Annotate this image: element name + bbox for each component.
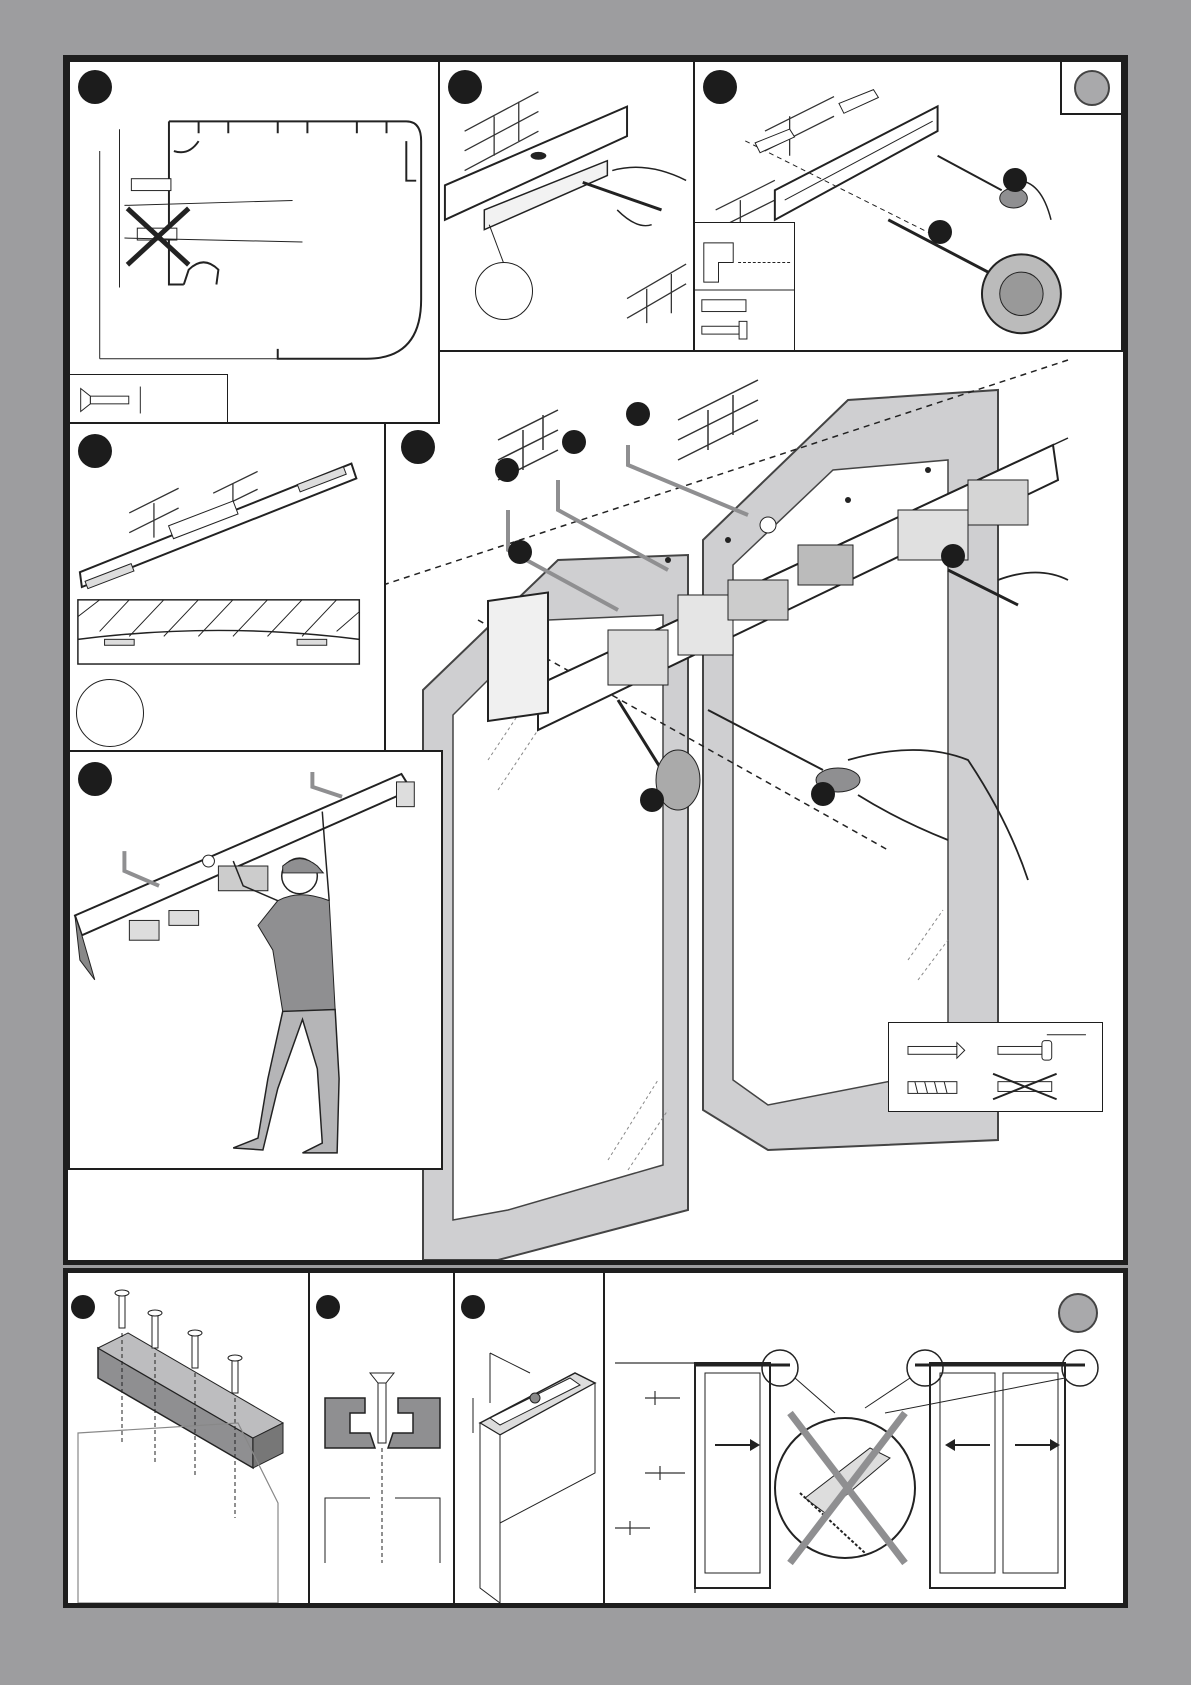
track-on-door-icon bbox=[480, 1373, 595, 1603]
track-profile-icon bbox=[98, 1333, 283, 1468]
rail-icon bbox=[80, 464, 356, 589]
screw-detail-box bbox=[68, 374, 228, 424]
step-marker bbox=[562, 430, 586, 454]
pan-head-screw-icon bbox=[998, 1035, 1086, 1060]
magnifier-callout-icon bbox=[76, 679, 144, 747]
reference-marker-icon bbox=[1074, 70, 1110, 106]
step-marker bbox=[78, 762, 112, 796]
lift-into-place-panel bbox=[68, 750, 443, 1170]
wall-bricks-icon bbox=[615, 1363, 695, 1593]
wall-plug-icon bbox=[702, 300, 746, 312]
detail-callout-icon bbox=[475, 262, 533, 320]
step-marker bbox=[495, 458, 519, 482]
step-marker bbox=[703, 70, 737, 104]
step-marker bbox=[941, 544, 965, 568]
step-marker bbox=[78, 70, 112, 104]
crossed-out-anchor-icon bbox=[124, 179, 302, 265]
power-drill-icon bbox=[888, 220, 1061, 333]
step-marker bbox=[640, 788, 664, 812]
step-marker bbox=[71, 1295, 95, 1319]
rail-icon bbox=[775, 106, 938, 219]
step-marker bbox=[448, 70, 482, 104]
step-marker bbox=[928, 220, 952, 244]
crossed-out-screw-icon bbox=[993, 1074, 1057, 1099]
crossed-out-detail-icon bbox=[775, 1413, 915, 1563]
installer-person-icon bbox=[233, 812, 339, 1153]
reference-box bbox=[1060, 60, 1123, 115]
wall-plug-icon bbox=[755, 90, 878, 153]
screw-icon bbox=[370, 1373, 394, 1443]
spirit-level-icon bbox=[445, 107, 627, 230]
countersunk-screw-icon bbox=[908, 1043, 965, 1059]
wall-plug-icon bbox=[908, 1082, 957, 1094]
screwdriver-hand-icon bbox=[938, 156, 1051, 220]
countersunk-screw-icon bbox=[702, 321, 747, 339]
track-section-illustration bbox=[310, 1273, 453, 1603]
step-marker bbox=[626, 402, 650, 426]
step-marker bbox=[78, 434, 112, 468]
align-rail-panel bbox=[68, 422, 386, 752]
countersunk-screw-icon bbox=[81, 387, 141, 414]
ceiling-hatch-icon bbox=[78, 600, 359, 664]
reference-marker-icon bbox=[1058, 1293, 1098, 1333]
track-screws-illustration bbox=[68, 1273, 308, 1603]
door-direction-illustration bbox=[605, 1273, 1123, 1603]
step-marker bbox=[461, 1295, 485, 1319]
step-marker bbox=[508, 540, 532, 564]
step-marker bbox=[316, 1295, 340, 1319]
level-and-mark-panel bbox=[438, 60, 695, 352]
upper-instruction-sheet bbox=[63, 55, 1128, 1265]
fastener-legend bbox=[888, 1022, 1103, 1112]
step-marker bbox=[811, 782, 835, 806]
plug-detail-box bbox=[693, 222, 795, 352]
step-marker bbox=[401, 430, 435, 464]
drill-and-plug-panel bbox=[693, 60, 1123, 352]
step-marker bbox=[1003, 168, 1027, 192]
track-on-door-illustration bbox=[455, 1273, 603, 1603]
operator-unit-icon bbox=[75, 774, 414, 980]
lower-instruction-sheet bbox=[63, 1268, 1128, 1608]
profile-cross-section-panel bbox=[68, 60, 440, 424]
